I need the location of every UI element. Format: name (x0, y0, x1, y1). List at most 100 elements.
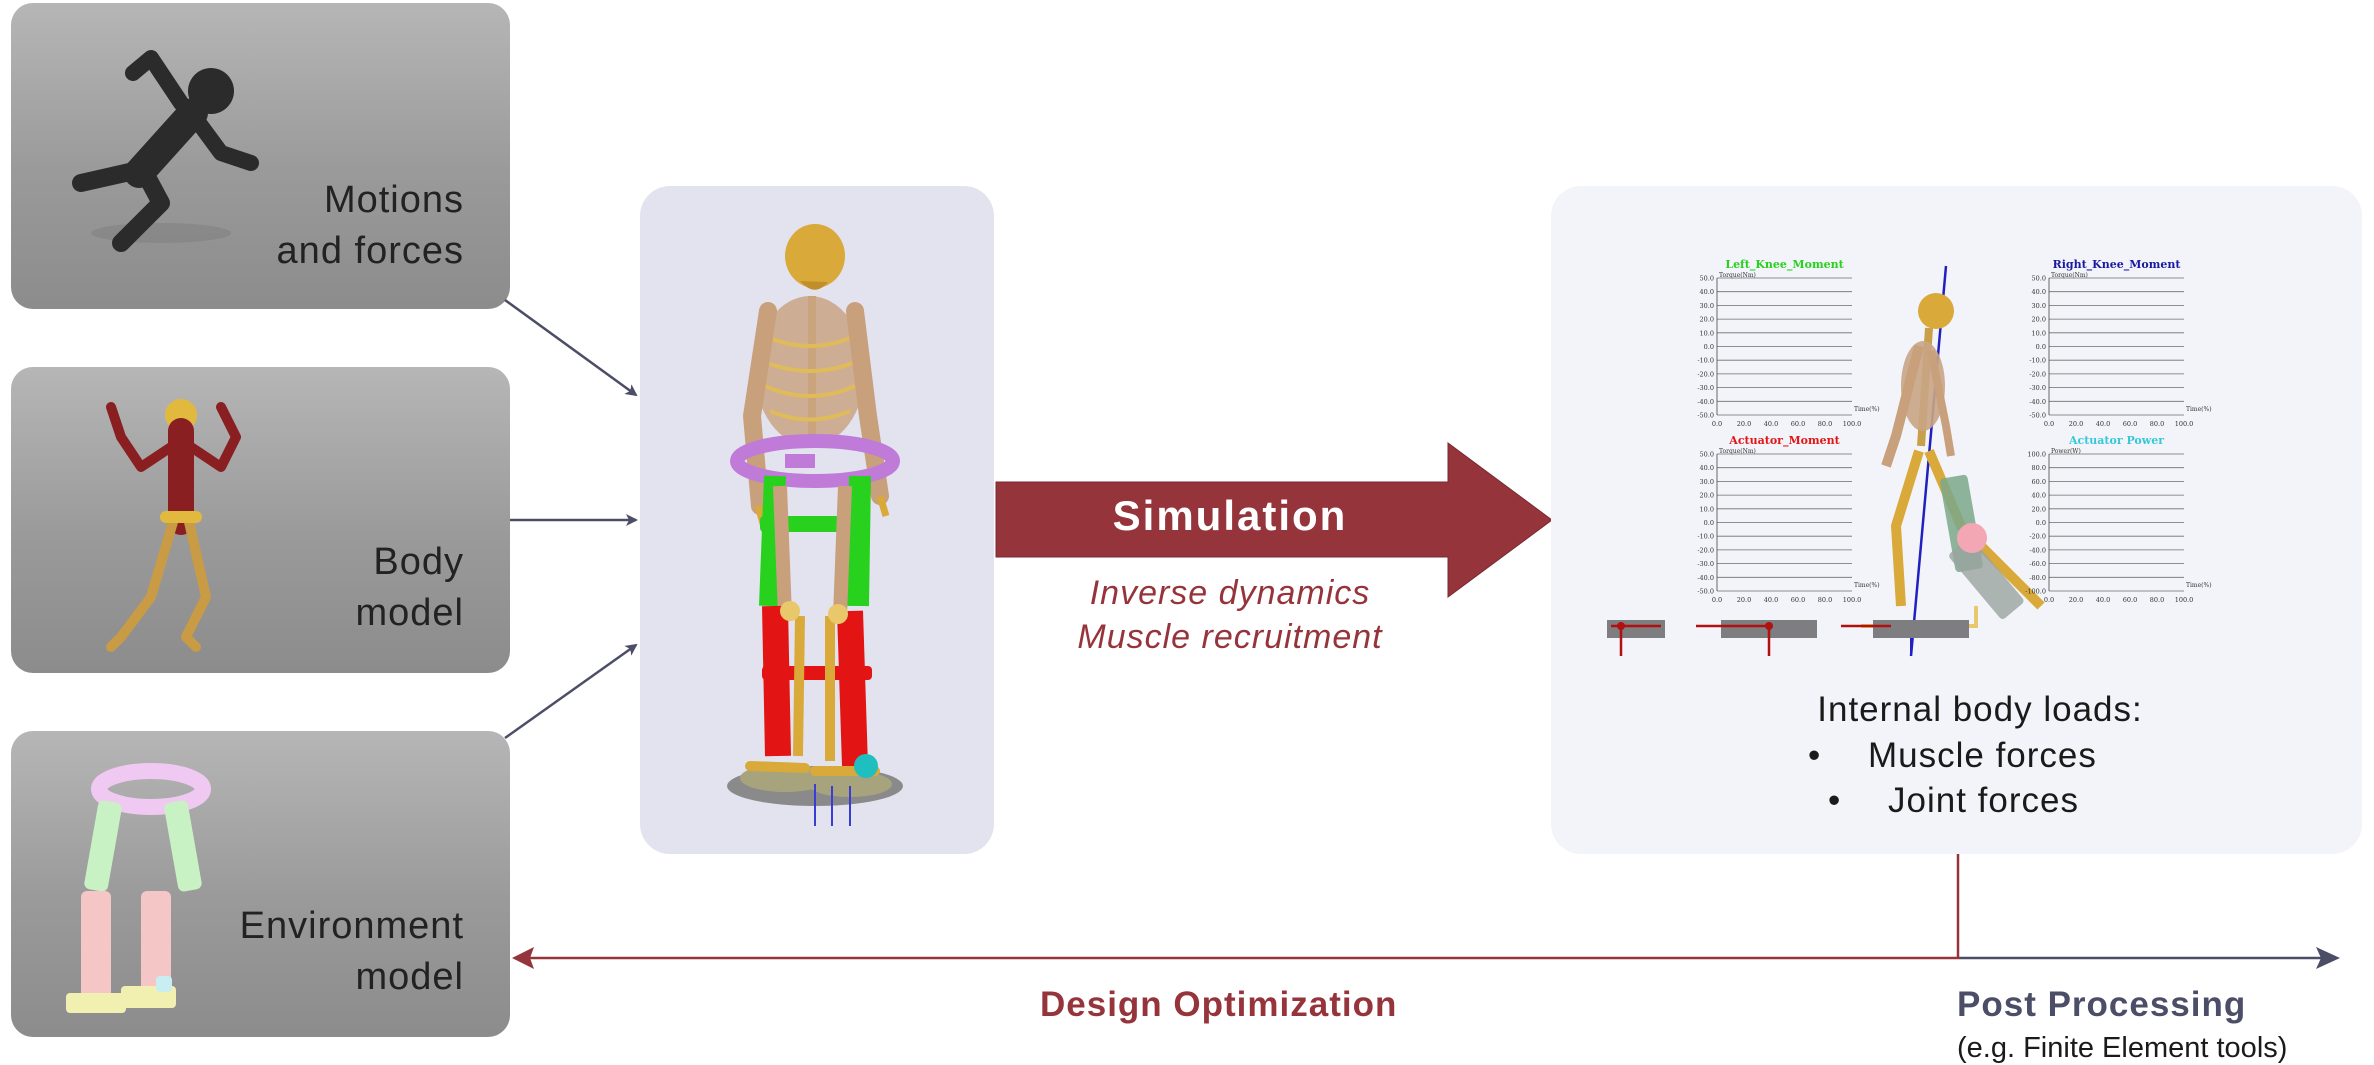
plot-ytick: 20.0 (1700, 316, 1714, 324)
plot-xtick: 0.0 (1712, 596, 1722, 604)
motions-label-line2: and forces (276, 230, 464, 272)
plot-ytick: -30.0 (1697, 560, 1714, 568)
plot-xtick: 60.0 (2123, 420, 2137, 428)
design-optimization-head (512, 947, 534, 969)
bullet-dot-2: • (1828, 781, 1842, 820)
plot-ytick: -50.0 (1697, 588, 1714, 596)
plot-xtick: 0.0 (2044, 596, 2054, 604)
plot-ytick: 50.0 (1700, 275, 1714, 283)
plot-title: Left_Knee_Moment (1725, 258, 1844, 272)
plot-xlabel: Time(%) (2186, 406, 2212, 413)
plot-ytick: 40.0 (2032, 492, 2046, 500)
plot-ytick: 60.0 (2032, 478, 2046, 486)
plot-ytick: 40.0 (1700, 288, 1714, 296)
plot-xtick: 80.0 (1818, 596, 1832, 604)
plot-xtick: 60.0 (1791, 596, 1805, 604)
plot-ylabel: Torque(Nm) (2051, 272, 2088, 279)
plot-ytick: 0.0 (2036, 519, 2046, 527)
motions-forces-box: Motions and forces (11, 3, 510, 309)
plot-ytick: -40.0 (1697, 574, 1714, 582)
load-item-joint-forces: Joint forces (1888, 781, 2079, 820)
plot-xlabel: Time(%) (2186, 582, 2212, 589)
plot-ytick: -20.0 (1697, 370, 1714, 378)
plot-ytick: 20.0 (2032, 505, 2046, 513)
post-processing-note: (e.g. Finite Element tools) (1957, 1032, 2288, 1064)
plot-ytick: -40.0 (1697, 398, 1714, 406)
inverse-dynamics-label: Inverse dynamics (1089, 574, 1371, 612)
plot-ytick: 80.0 (2032, 464, 2046, 472)
body-label-line1: Body (373, 541, 464, 583)
plot-ytick: -40.0 (2029, 546, 2046, 554)
plot-ytick: -60.0 (2029, 560, 2046, 568)
plot-ytick: 30.0 (1700, 302, 1714, 310)
plot-ytick: 0.0 (1704, 519, 1714, 527)
plot-ytick: 50.0 (2032, 275, 2046, 283)
environment-model-box: Environment model (11, 731, 510, 1037)
plot-ytick: 0.0 (2036, 343, 2046, 351)
environment-label-line1: Environment (239, 905, 464, 947)
plot-ytick: 20.0 (2032, 316, 2046, 324)
plot-ytick: 40.0 (2032, 288, 2046, 296)
simulation-arrow (995, 442, 1553, 598)
plot-xtick: 100.0 (1843, 596, 1862, 604)
ground-plates (1607, 620, 1969, 656)
plot-ytick: -10.0 (2029, 357, 2046, 365)
plot-xtick: 20.0 (2069, 596, 2083, 604)
plot-xtick: 80.0 (2150, 596, 2164, 604)
plot-ytick: 100.0 (2027, 451, 2046, 459)
running-figure-icon (72, 50, 259, 252)
plot-xtick: 80.0 (2150, 420, 2164, 428)
plot-ylabel: Torque(Nm) (1719, 448, 1756, 455)
plot-xtick: 80.0 (1818, 420, 1832, 428)
design-optimization-label: Design Optimization (1040, 985, 1398, 1024)
skeleton-exoskeleton-figure (727, 224, 903, 826)
plot-xtick: 40.0 (1764, 596, 1778, 604)
arrow-motions-to-model (504, 298, 638, 397)
plot-ytick: -20.0 (2029, 370, 2046, 378)
plot-ytick: 30.0 (1700, 478, 1714, 486)
plot-ytick: -30.0 (1697, 384, 1714, 392)
plot-xtick: 20.0 (1737, 596, 1751, 604)
post-processing-head (2316, 947, 2340, 969)
exoskeleton-icon (66, 763, 211, 1013)
bullet-dot-1: • (1808, 736, 1822, 775)
plot-ytick: -50.0 (2029, 412, 2046, 420)
plot-ytick: -50.0 (1697, 412, 1714, 420)
plot-xtick: 60.0 (1791, 420, 1805, 428)
plot-ytick: -10.0 (1697, 533, 1714, 541)
body-label-line2: model (355, 592, 464, 634)
plot-title: Actuator Power (2068, 434, 2164, 447)
environment-label-line2: model (355, 956, 464, 998)
plot-ytick: 10.0 (1700, 505, 1714, 513)
plot-ytick: 0.0 (1704, 343, 1714, 351)
simulation-label: Simulation (1112, 492, 1348, 539)
plot-xtick: 40.0 (1764, 420, 1778, 428)
plot-ytick: 20.0 (1700, 492, 1714, 500)
post-processing-label: Post Processing (1957, 985, 2247, 1024)
plot-xtick: 100.0 (2175, 596, 2194, 604)
plot-ytick: 30.0 (2032, 302, 2046, 310)
plot-ytick: -40.0 (2029, 398, 2046, 406)
plot-xtick: 60.0 (2123, 596, 2137, 604)
plot-ytick: -80.0 (2029, 574, 2046, 582)
plot-ytick: 50.0 (1700, 451, 1714, 459)
plot-xlabel: Time(%) (1854, 406, 1880, 413)
musculoskeletal-model-panel (640, 186, 994, 854)
body-model-box: Body model (11, 367, 510, 673)
plot-xtick: 100.0 (2175, 420, 2194, 428)
plot-ylabel: Power(W) (2051, 448, 2081, 455)
muscle-recruitment-label: Muscle recruitment (1077, 618, 1383, 656)
plot-xtick: 0.0 (1712, 420, 1722, 428)
plot-ytick: -20.0 (1697, 546, 1714, 554)
result-plot-2: Right_Knee_MomentTorque(Nm)50.040.030.02… (2029, 258, 2211, 428)
plot-xlabel: Time(%) (1854, 582, 1880, 589)
arrow-environment-to-model (504, 643, 638, 740)
plot-ytick: -30.0 (2029, 384, 2046, 392)
plot-ylabel: Torque(Nm) (1719, 272, 1756, 279)
plot-title: Actuator_Moment (1728, 434, 1840, 448)
walking-skeleton (1861, 265, 2045, 657)
